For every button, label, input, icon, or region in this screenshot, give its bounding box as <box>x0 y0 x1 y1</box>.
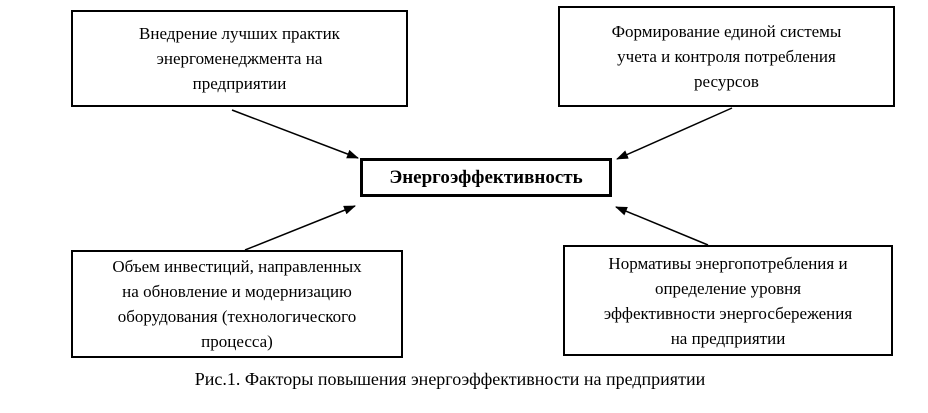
arrow-top-left-to-center <box>231 109 359 159</box>
factor-label-top-right: Формирование единой системы учета и конт… <box>611 22 842 91</box>
arrow-top-right-to-center <box>616 107 733 160</box>
center-box-energy-efficiency: Энергоэффективность <box>360 158 612 197</box>
figure-caption: Рис.1. Факторы повышения энергоэффективн… <box>194 369 706 389</box>
factor-label-top-left: Внедрение лучших практик энергоменеджмен… <box>139 24 340 93</box>
factor-label-bottom-left: Объем инвестиций, направленных на обновл… <box>112 257 362 351</box>
arrow-bottom-left-to-center <box>244 205 356 251</box>
factor-label-bottom-right: Нормативы энергопотребления и определени… <box>603 253 853 348</box>
arrow-bottom-right-to-center <box>615 206 709 246</box>
factor-box-bottom-right: Нормативы энергопотребления и определени… <box>563 245 893 356</box>
factor-box-bottom-left: Объем инвестиций, направленных на обновл… <box>71 250 403 358</box>
factor-box-top-left: Внедрение лучших практик энергоменеджмен… <box>71 10 408 107</box>
factor-box-top-right: Формирование единой системы учета и конт… <box>558 6 895 107</box>
center-box-label: Энергоэффективность <box>389 167 583 188</box>
